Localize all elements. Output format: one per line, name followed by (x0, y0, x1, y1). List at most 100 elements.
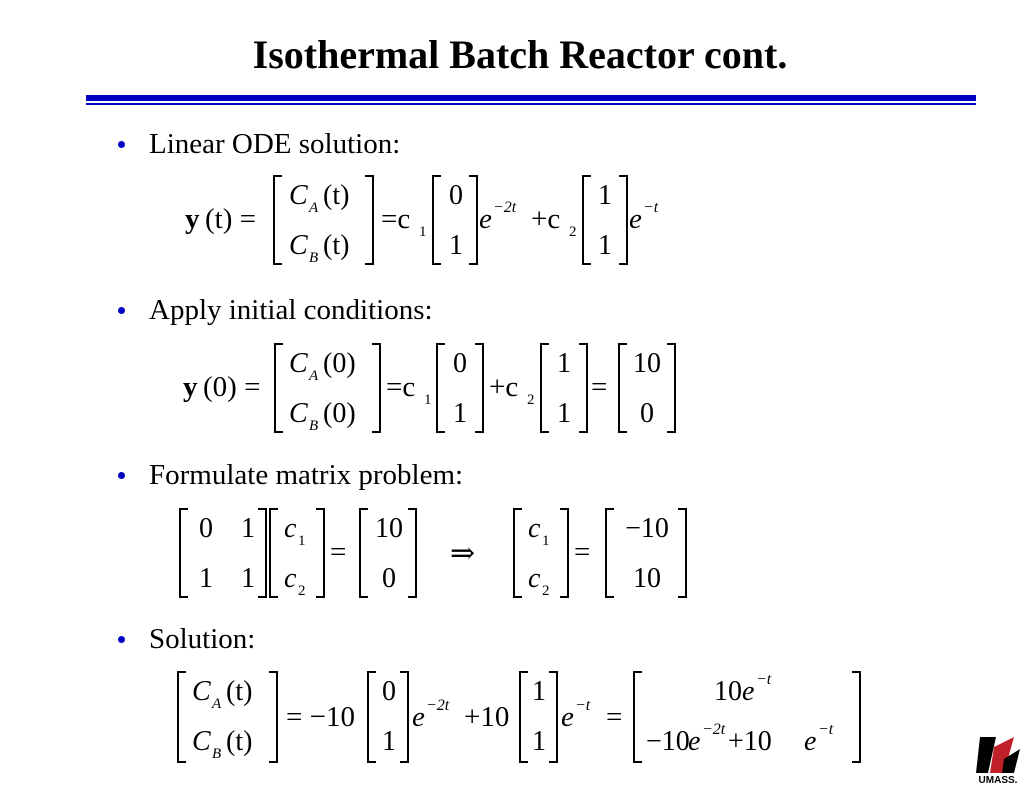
umass-logo: UMASS. (974, 735, 1022, 786)
bullet-matrix-problem: Formulate matrix problem: (118, 458, 463, 492)
bullet-dot (118, 635, 125, 643)
vec-bot-c: C (192, 726, 211, 757)
v1-bot: 1 (449, 230, 463, 261)
eq-c2: +c (531, 203, 560, 235)
eq-c1-sub: 1 (419, 224, 427, 240)
exp-e2: e (629, 203, 642, 235)
v1-top: 0 (449, 180, 463, 211)
rhs-bot: 0 (382, 563, 396, 594)
exp-e2-power: −t (643, 199, 659, 216)
bracket-right (678, 508, 687, 598)
sol-top: −10 (625, 513, 669, 544)
logo-mark-left (976, 737, 996, 773)
vec-bot-arg: (t) (323, 230, 349, 261)
eq-equals: = (574, 536, 590, 568)
c-bot-sub: 2 (298, 583, 306, 599)
bracket-left (540, 343, 549, 433)
bracket-left (179, 508, 188, 598)
vec-bot-sub: B (212, 746, 221, 762)
bracket-right (667, 343, 676, 433)
bracket-right (475, 343, 484, 433)
bullet-dot (118, 471, 125, 479)
bracket-right (852, 671, 861, 763)
exp-e2: e (561, 701, 574, 733)
title-rule-thick (86, 95, 976, 101)
c-bot-sub: 2 (542, 583, 550, 599)
bracket-left (519, 671, 528, 763)
vec-top-arg: (0) (323, 348, 356, 379)
logo-mark-red (990, 737, 1014, 773)
v2-top: 1 (598, 180, 612, 211)
vec-bot-arg: (0) (323, 398, 356, 429)
bracket-left (177, 671, 186, 763)
bullet-dot (118, 140, 125, 148)
eq-c1: =c (386, 371, 415, 403)
eq-lhs-y: y (183, 371, 198, 403)
eq-c2-sub: 2 (527, 392, 535, 408)
m12: 1 (241, 513, 255, 544)
bracket-left (633, 671, 642, 763)
eq-equals: = (606, 701, 622, 733)
bracket-left (618, 343, 627, 433)
vec-top-sub: A (211, 696, 222, 712)
v2-bot: 1 (532, 726, 546, 757)
bullet-linear-ode: Linear ODE solution: (118, 127, 400, 161)
v3-bot: 0 (640, 398, 654, 429)
v1-top: 0 (453, 348, 467, 379)
eq-c1-sub: 1 (424, 392, 432, 408)
eq-c2: +c (489, 371, 518, 403)
c-bot: c (528, 563, 541, 594)
vec-bot-arg: (t) (226, 726, 252, 757)
v1-top: 0 (382, 676, 396, 707)
rhs-top: 10 (375, 513, 403, 544)
v2-bot: 1 (598, 230, 612, 261)
exp-e1-power: −2t (493, 199, 517, 216)
bracket-left (269, 508, 278, 598)
bullet-dot (118, 306, 125, 314)
eq-lhs-arg: (0) = (203, 371, 260, 403)
plus-coef: +10 (464, 701, 509, 733)
bracket-left (273, 175, 282, 265)
vec-top-arg: (t) (323, 180, 349, 211)
exp-e1: e (479, 203, 492, 235)
v2-bot: 1 (557, 398, 571, 429)
r-top-power: −t (756, 671, 772, 688)
eq-equals: = (591, 371, 607, 403)
vec-bot-c: C (289, 230, 308, 261)
m22: 1 (241, 563, 255, 594)
vec-top-sub: A (308, 368, 319, 384)
v1-bot: 1 (453, 398, 467, 429)
title-rule-thin (86, 103, 976, 105)
bracket-right (549, 671, 558, 763)
bracket-right (579, 343, 588, 433)
bracket-left (605, 508, 614, 598)
vec-bot-sub: B (309, 418, 318, 434)
vec-top-c: C (289, 180, 308, 211)
bracket-left (513, 508, 522, 598)
exp-e1: e (412, 701, 425, 733)
r-bot-e2: e (804, 726, 816, 757)
bracket-left (359, 508, 368, 598)
bracket-right (365, 175, 374, 265)
v2-top: 1 (557, 348, 571, 379)
r-bot-coef: −10 (646, 726, 690, 757)
bracket-left (436, 343, 445, 433)
equation-matrix-problem: 0 1 1 1 c 1 c 2 = 10 0 ⇒ c 1 c 2 = −10 (178, 505, 698, 605)
c-bot: c (284, 563, 297, 594)
r-top-e: e (742, 676, 754, 707)
bracket-right (316, 508, 325, 598)
implies-arrow: ⇒ (450, 537, 475, 570)
vec-top-sub: A (308, 200, 319, 216)
equation-general-solution: y (t) = C A (t) C B (t) =c 1 0 1 e −2t +… (185, 170, 685, 270)
bracket-left (432, 175, 441, 265)
v2-top: 1 (532, 676, 546, 707)
vec-top-c: C (289, 348, 308, 379)
vec-bot-c: C (289, 398, 308, 429)
eq-lhs-y: y (185, 203, 200, 235)
m21: 1 (199, 563, 213, 594)
bracket-right (258, 508, 267, 598)
vec-bot-sub: B (309, 250, 318, 266)
v3-top: 10 (633, 348, 661, 379)
r-bot-e: e (688, 726, 700, 757)
eq-lhs-arg: (t) = (205, 203, 256, 235)
